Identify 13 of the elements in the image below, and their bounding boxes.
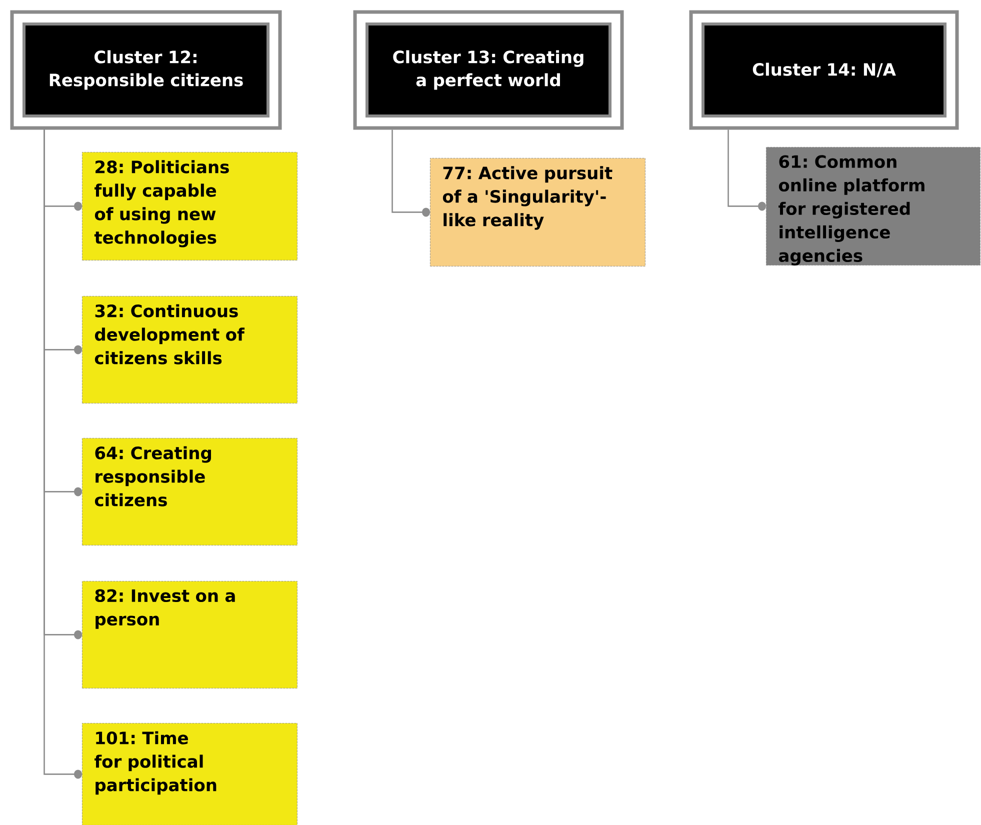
item-box: 64: Creating responsible citizens (82, 438, 298, 546)
item-box: 101: Time for political participation (82, 723, 298, 825)
connector (44, 130, 82, 779)
item-box: 61: Common online platform for registered intelligence agencies (766, 147, 980, 266)
item-box: 28: Politicians fully capable of using new technologies (82, 152, 298, 260)
connector (728, 130, 766, 211)
item-box: 77: Active pursuit of a 'Singularity'-like reality (430, 158, 646, 266)
cluster-box: Cluster 13: Creating a perfect world (353, 10, 624, 130)
item-box: 32: Continuous development of citizens skills (82, 296, 298, 404)
connector (392, 130, 430, 217)
cluster-box: Cluster 14: N/A (689, 10, 959, 130)
item-box: 82: Invest on a person (82, 581, 298, 688)
cluster-box: Cluster 12: Responsible citizens (10, 10, 282, 130)
